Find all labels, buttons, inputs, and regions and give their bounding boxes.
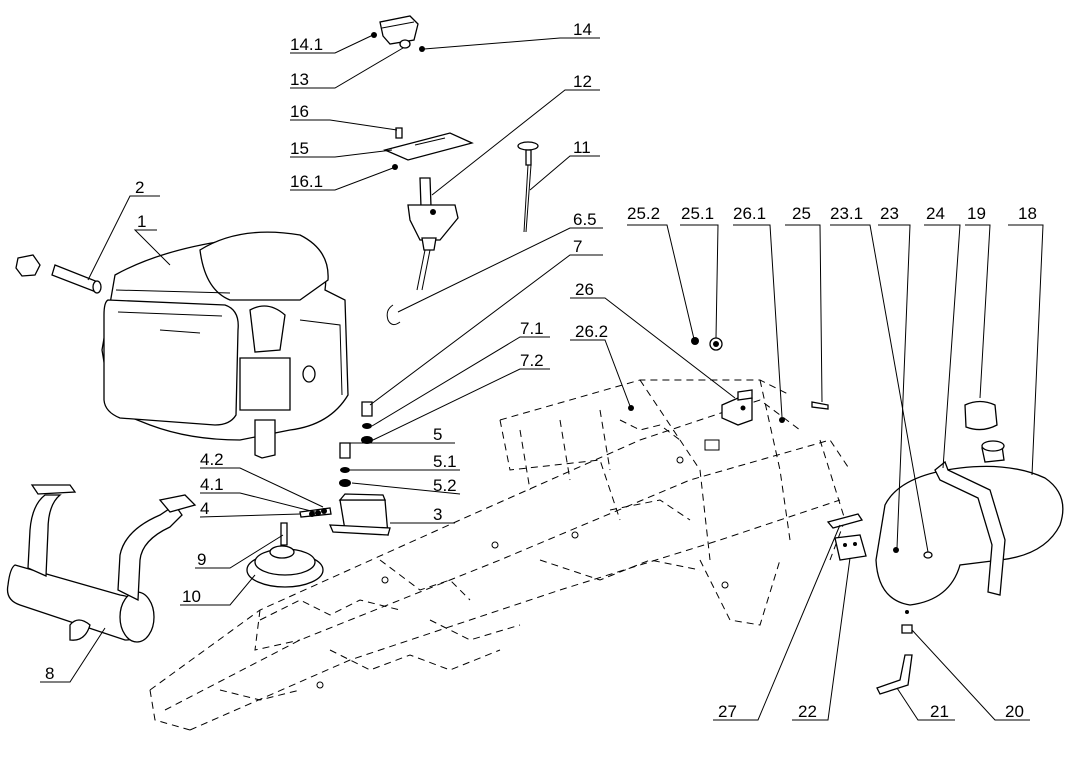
callout-26: 26 [575,280,594,299]
callout-2: 2 [135,178,144,197]
callout-7-1: 7.1 [520,319,544,338]
callout-25-1: 25.1 [681,204,714,223]
callout-14-1: 14.1 [290,35,323,54]
callout-25: 25 [792,204,811,223]
callout-27: 27 [718,702,737,721]
fuel-hose [826,513,913,695]
callout-5-2: 5.2 [433,476,457,495]
callout-12: 12 [573,72,592,91]
callout-15: 15 [290,139,309,158]
callout-4-1: 4.1 [200,475,224,494]
callout-8: 8 [45,664,54,683]
bolt-stacks [339,401,373,487]
callout-13: 13 [290,70,309,89]
callout-26-1: 26.1 [733,204,766,223]
callout-16: 16 [290,102,309,121]
callout-20: 20 [1005,702,1024,721]
block-13 [371,15,425,52]
callout-6-5: 6.5 [573,210,597,229]
dipstick [517,141,539,233]
callout-11: 11 [573,138,591,157]
mount-plate [383,127,474,170]
callout-18: 18 [1018,204,1037,223]
callout-4: 4 [200,499,209,518]
pulley [246,522,324,588]
callout-16-1: 16.1 [290,172,323,191]
callout-labels: 14.1 14 13 12 16 15 16.1 11 2 1 6.5 7 7.… [45,20,1037,721]
callout-7: 7 [573,237,582,256]
throttle-control [407,177,459,291]
callout-5-1: 5.1 [433,452,457,471]
bracket-3 [299,493,391,536]
callout-4-2: 4.2 [200,450,224,469]
callout-26-2: 26.2 [575,322,608,341]
callout-9: 9 [197,550,206,569]
callout-1: 1 [137,212,146,231]
callout-7-2: 7.2 [520,351,544,370]
fitting-and-pipe [15,254,102,294]
engine-block [101,231,349,459]
callout-3: 3 [433,505,442,524]
callout-14: 14 [573,20,592,39]
callout-23: 23 [880,204,899,223]
callout-24: 24 [926,204,945,223]
callout-25-2: 25.2 [627,204,660,223]
callout-19: 19 [967,204,986,223]
bracket-26 [628,337,829,426]
chassis-frame [149,379,851,731]
callout-21: 21 [930,702,949,721]
muffler [6,484,197,643]
callout-10: 10 [182,587,201,606]
hook [386,304,401,326]
callout-5: 5 [433,425,442,444]
callout-22: 22 [798,702,817,721]
fuel-tank [875,400,1064,614]
callout-23-1: 23.1 [830,204,863,223]
leader-lines [40,34,1044,721]
